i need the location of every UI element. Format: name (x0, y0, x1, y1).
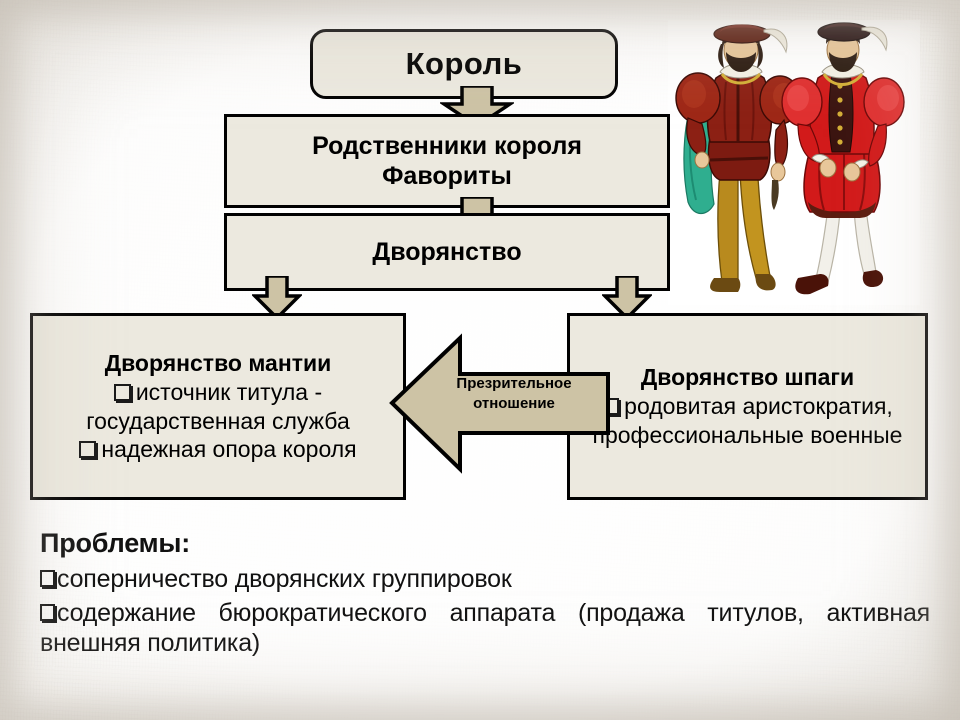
square-bullet-icon (40, 569, 55, 587)
scorn-arrow-label: Презрительное отношение (424, 374, 604, 413)
king-label: Король (405, 46, 523, 81)
square-bullet-icon (40, 603, 55, 621)
relatives-line-2: Фавориты (382, 162, 512, 190)
sword-bullets: родовитая аристократия, профессиональные… (578, 392, 917, 450)
sword-title: Дворянство шпаги (640, 364, 855, 391)
arrow-nobility-to-robe (252, 276, 302, 320)
nobility-label: Дворянство (372, 237, 522, 266)
problem-item: содержание бюрократического аппарата (пр… (40, 598, 930, 657)
nobility-of-sword-box: Дворянство шпаги родовитая аристократия,… (567, 313, 928, 500)
problem-item: соперничество дворянских группировок (40, 564, 930, 594)
robe-bullets: источник титула - государственная служба… (41, 378, 395, 464)
scorn-line-2: отношение (473, 394, 555, 412)
problems-block: Проблемы: соперничество дворянских групп… (40, 528, 930, 658)
noblemen-illustration (668, 20, 920, 305)
problems-title: Проблемы: (40, 528, 191, 558)
nobility-of-robe-box: Дворянство мантии источник титула - госу… (30, 313, 406, 500)
relatives-line-1: Родственники короля (312, 131, 582, 160)
robe-bullet-1: источник титула - государственная служба (86, 378, 350, 434)
relatives-favourites-box: Родственники короля Фавориты (224, 114, 670, 208)
scorn-line-1: Презрительное (456, 375, 572, 392)
robe-title: Дворянство мантии (104, 350, 332, 376)
square-bullet-icon (79, 441, 97, 459)
sword-bullet-1: родовитая аристократия, профессиональные… (592, 393, 903, 448)
scorn-arrow: Презрительное отношение (388, 330, 610, 477)
square-bullet-icon (113, 383, 131, 401)
robe-bullet-2: надежная опора короля (41, 435, 395, 464)
arrow-nobility-to-sword (602, 276, 652, 320)
nobility-box: Дворянство (224, 213, 670, 291)
